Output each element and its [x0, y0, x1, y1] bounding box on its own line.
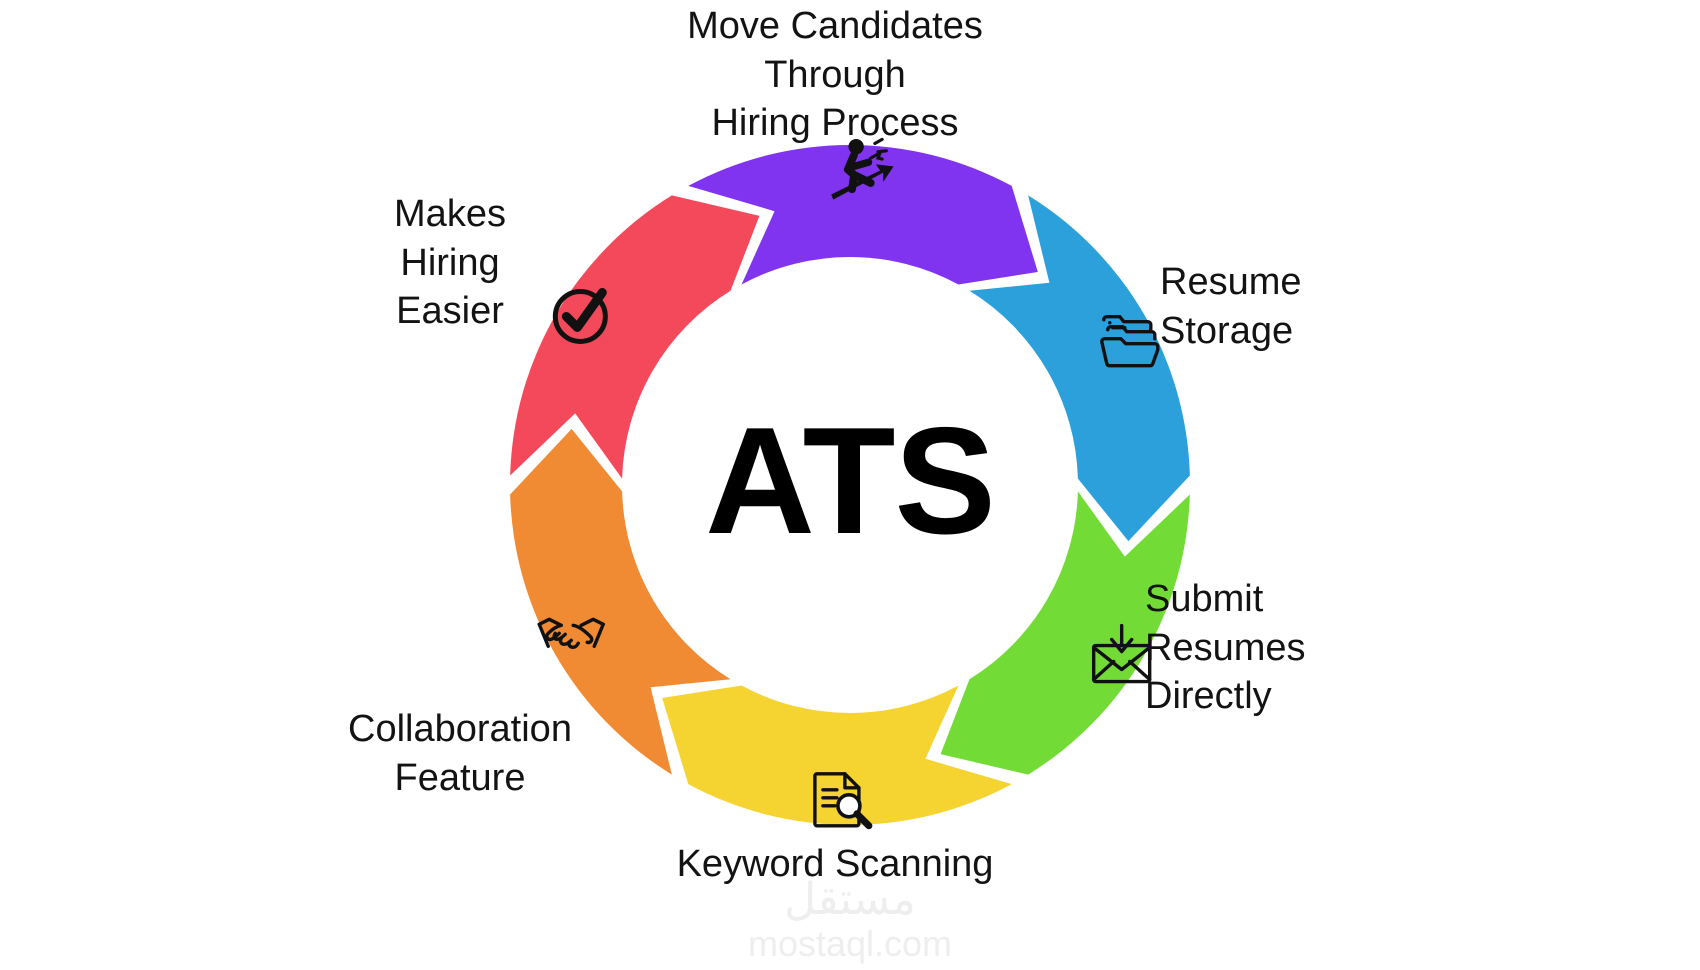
folders-icon [1100, 315, 1160, 368]
handshake-icon [537, 617, 605, 649]
circle-check-icon [552, 287, 608, 344]
label-submit-resumes: Submit Resumes Directly [1145, 578, 1306, 718]
segment-collaboration-feature[interactable] [510, 428, 731, 775]
segment-move-candidates[interactable] [688, 145, 1038, 285]
watermark-domain: mostaql.com [747, 923, 953, 965]
person-climbing-arrow-icon [831, 137, 894, 200]
watermark: مستقل mostaql.com [0, 878, 1700, 964]
ats-process-wheel [510, 137, 1190, 830]
document-search-icon [813, 772, 873, 830]
segment-keyword-scanning[interactable] [662, 685, 1012, 825]
label-keyword-scanning: Keyword Scanning [676, 843, 994, 885]
label-collaboration: Collaboration Feature [348, 708, 572, 799]
label-move-candidates: Move Candidates Through Hiring Process [687, 5, 983, 145]
label-makes-hiring-easier: Makes Hiring Easier [394, 193, 506, 333]
label-resume-storage: Resume Storage [1160, 261, 1302, 352]
segment-submit-resumes[interactable] [940, 491, 1190, 775]
envelope-download-icon [1091, 623, 1152, 684]
segment-makes-hiring-easier[interactable] [510, 195, 760, 479]
segment-resume-storage[interactable] [969, 195, 1190, 542]
